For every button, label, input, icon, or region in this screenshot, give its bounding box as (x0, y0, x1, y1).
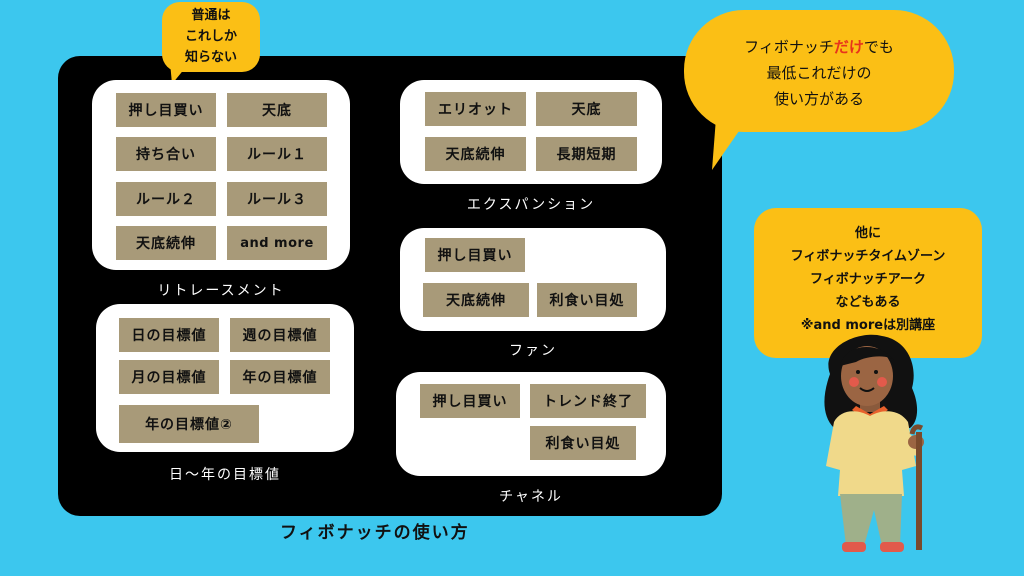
bubble-line: これしか (184, 29, 237, 44)
bubble-emphasis: だけ (833, 38, 864, 56)
tag-mochiai: 持ち合い (116, 137, 216, 171)
tag-trend-end: トレンド終了 (530, 384, 646, 418)
tag-profit-target: 利食い目処 (530, 426, 636, 460)
note-line: フィボナッチタイムゾーン (790, 249, 946, 264)
bubble-text: でも (863, 38, 894, 56)
woman-illustration (824, 334, 924, 552)
tag-day-target: 日の目標値 (119, 318, 219, 352)
tag-and-more: and more (227, 226, 327, 260)
tag-tenzoko: 天底 (227, 93, 327, 127)
tag-rule3: ルール３ (227, 182, 327, 216)
tag-tenzoko: 天底 (536, 92, 637, 126)
tag-tenzoko-zokushin: 天底続伸 (423, 283, 529, 317)
tag-tenzoko-zokushin: 天底続伸 (425, 137, 526, 171)
tag-elliott: エリオット (425, 92, 526, 126)
page-title: フィボナッチの使い方 (280, 523, 470, 543)
bubble-tail (712, 118, 748, 170)
fan-caption: ファン (509, 343, 557, 359)
tag-long-short: 長期短期 (536, 137, 637, 171)
note-line: ※and moreは別講座 (800, 318, 936, 333)
tag-profit-target: 利食い目処 (537, 283, 637, 317)
tag-oshime: 押し目買い (116, 93, 216, 127)
tag-year-target-2: 年の目標値② (119, 405, 259, 443)
expansion-caption: エクスパンション (466, 197, 596, 213)
bubble-line: 知らない (184, 50, 237, 65)
targets-caption: 日〜年の目標値 (169, 467, 281, 483)
tag-rule2: ルール２ (116, 182, 216, 216)
top-speech-bubble: 普通は これしか 知らない (162, 2, 260, 72)
tag-month-target: 月の目標値 (119, 360, 219, 394)
tag-week-target: 週の目標値 (230, 318, 330, 352)
note-line: フィボナッチアーク (810, 272, 926, 287)
tag-rule1: ルール１ (227, 137, 327, 171)
bubble-line: 使い方がある (773, 90, 864, 108)
note-line: 他に (854, 226, 881, 241)
note-bubble: 他に フィボナッチタイムゾーン フィボナッチアーク などもある ※and mor… (754, 208, 982, 358)
bubble-line: 普通は (191, 8, 231, 23)
bubble-text: フィボナッチ (744, 38, 834, 56)
tag-year-target: 年の目標値 (230, 360, 330, 394)
note-line: などもある (835, 295, 901, 310)
tag-tenzoko-zokushin: 天底続伸 (116, 226, 216, 260)
tag-oshime: 押し目買い (420, 384, 520, 418)
bubble-line: 最低これだけの (766, 64, 872, 82)
retracement-caption: リトレースメント (157, 283, 285, 299)
right-speech-bubble: フィボナッチだけでも 最低これだけの 使い方がある (684, 10, 954, 132)
channel-caption: チャネル (499, 489, 563, 505)
tag-oshime: 押し目買い (425, 238, 525, 272)
bubble-tail (170, 62, 190, 84)
